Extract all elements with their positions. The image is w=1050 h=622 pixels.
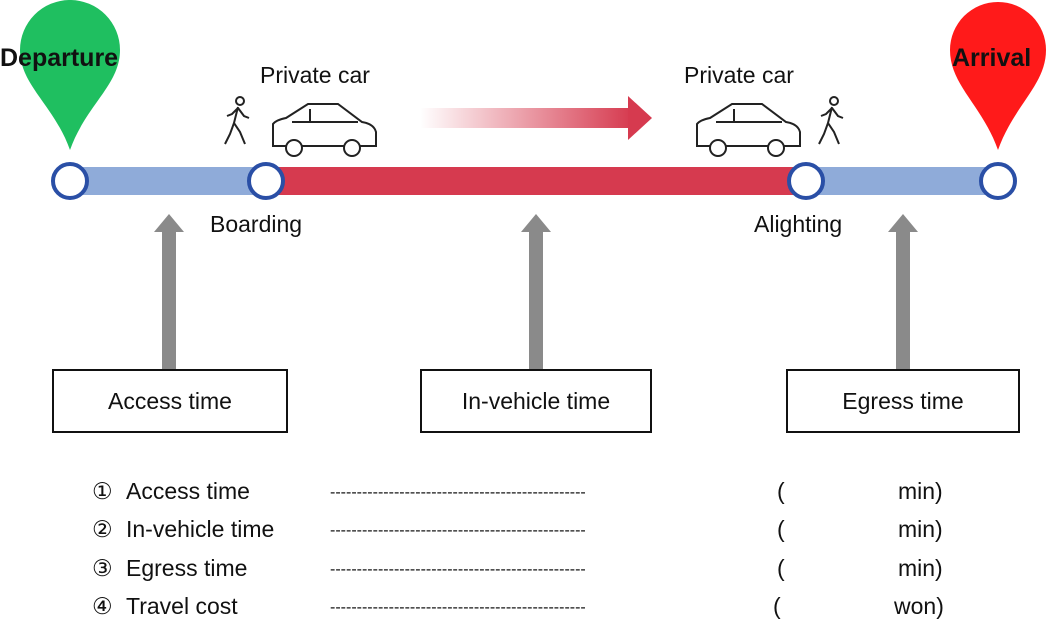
departure-pin-icon	[20, 0, 120, 150]
direction-arrow-icon	[420, 96, 652, 140]
legend-unit: won)	[894, 593, 944, 619]
legend-label: In-vehicle time	[126, 516, 275, 542]
legend-label: Access time	[126, 478, 250, 504]
legend-open-paren: (	[777, 516, 785, 542]
legend-number: ③	[92, 555, 113, 581]
arrival-node	[979, 162, 1017, 200]
in-vehicle-time-box-label: In-vehicle time	[461, 387, 611, 414]
legend-number: ①	[92, 478, 113, 504]
legend-label: Travel cost	[126, 593, 238, 619]
legend-unit: min)	[898, 555, 943, 581]
egress-time-box: Egress time	[786, 369, 1020, 433]
arrival-label: Arrival	[952, 44, 1032, 72]
egress-walk-segment	[806, 167, 998, 195]
legend-dashes: ----------------------------------------…	[330, 522, 586, 539]
car-icon	[696, 103, 801, 157]
mode-label-private-car-1: Private car	[260, 62, 370, 88]
alighting-label: Alighting	[754, 211, 843, 237]
legend-dashes: ----------------------------------------…	[330, 561, 586, 578]
legend-label: Egress time	[126, 555, 248, 581]
legend-dashes: ----------------------------------------…	[330, 484, 586, 501]
in-vehicle-segment	[266, 167, 806, 195]
legend-open-paren: (	[777, 555, 785, 581]
in-vehicle-time-box: In-vehicle time	[420, 369, 652, 433]
boarding-node	[247, 162, 285, 200]
walking-person-icon	[818, 96, 844, 145]
access-walk-segment	[70, 167, 266, 195]
legend-dashes: ----------------------------------------…	[330, 599, 586, 616]
legend-number: ④	[92, 593, 113, 619]
boarding-label: Boarding	[210, 211, 303, 237]
car-icon	[272, 103, 377, 157]
legend-unit: min)	[898, 516, 943, 542]
legend-number: ②	[92, 516, 113, 542]
access-time-box-label: Access time	[108, 387, 232, 414]
legend-open-paren: (	[777, 478, 785, 504]
egress-time-box-label: Egress time	[842, 387, 964, 414]
legend-unit: min)	[898, 478, 943, 504]
in-vehicle-arrow-icon	[521, 214, 551, 369]
egress-arrow-icon	[888, 214, 918, 369]
departure-node	[51, 162, 89, 200]
legend-open-paren: (	[773, 593, 781, 619]
departure-label: Departure	[0, 44, 119, 72]
access-arrow-icon	[154, 214, 184, 369]
access-time-box: Access time	[52, 369, 288, 433]
arrival-pin-icon	[950, 2, 1046, 150]
alighting-node	[787, 162, 825, 200]
walking-person-icon	[224, 96, 250, 145]
mode-label-private-car-2: Private car	[684, 62, 794, 88]
